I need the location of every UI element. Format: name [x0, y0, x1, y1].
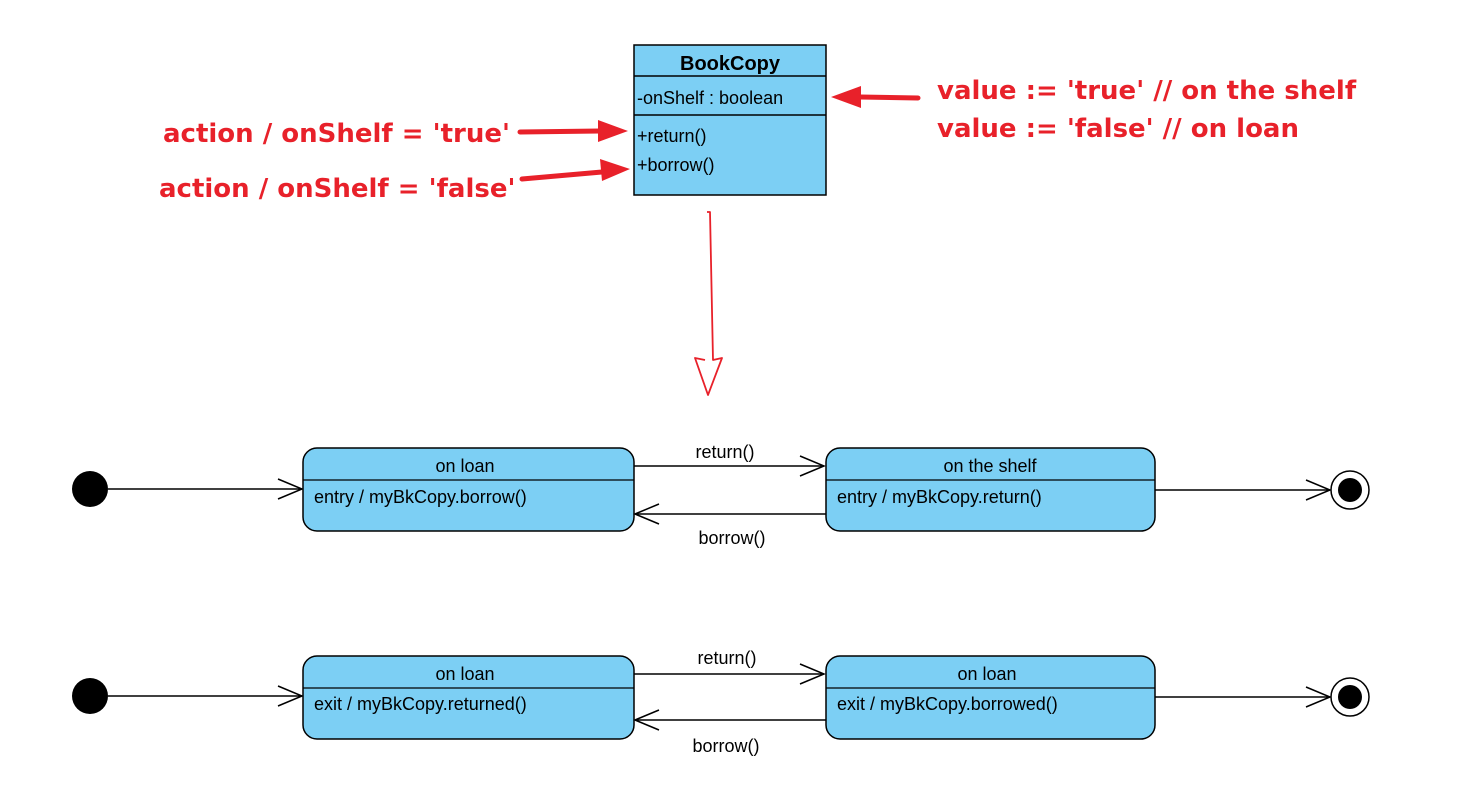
event-label: borrow() [698, 528, 765, 548]
transition-borrow[interactable]: borrow() [633, 709, 826, 756]
transition-final[interactable] [1155, 479, 1332, 501]
annotation-value-true: value := 'true' // on the shelf [937, 76, 1357, 106]
state-right[interactable]: on loan exit / myBkCopy.borrowed() [825, 655, 1156, 740]
initial-state[interactable] [72, 678, 108, 714]
state-name: on loan [435, 456, 494, 476]
event-label: return() [697, 648, 756, 668]
state-frame [302, 655, 635, 740]
transition-return[interactable]: return() [634, 442, 826, 477]
class-attribute: -onShelf : boolean [637, 88, 783, 108]
class-operation-borrow: +borrow() [637, 155, 715, 175]
annotation-arrow-attribute [831, 86, 921, 108]
transition-initial[interactable] [108, 685, 304, 707]
class-name: BookCopy [680, 53, 781, 75]
annotation-return-action: action / onShelf = 'true' [163, 119, 510, 149]
class-operation-return: +return() [637, 126, 707, 146]
class-box[interactable]: BookCopy -onShelf : boolean +return() +b… [633, 44, 827, 196]
final-state[interactable] [1330, 677, 1370, 717]
transition-borrow[interactable]: borrow() [633, 503, 826, 548]
state-name: on loan [957, 664, 1016, 684]
refinement-arrow [694, 211, 723, 396]
state-right[interactable]: on the shelf entry / myBkCopy.return() [825, 447, 1156, 532]
state-activity: exit / myBkCopy.borrowed() [837, 694, 1058, 714]
event-label: return() [695, 442, 754, 462]
class-box-frame [633, 44, 827, 196]
transition-return[interactable]: return() [634, 648, 826, 685]
annotation-value-false: value := 'false' // on loan [937, 114, 1299, 144]
event-label: borrow() [692, 736, 759, 756]
state-name: on the shelf [943, 456, 1037, 476]
state-activity: exit / myBkCopy.returned() [314, 694, 527, 714]
state-left[interactable]: on loan exit / myBkCopy.returned() [302, 655, 635, 740]
transition-initial[interactable] [108, 478, 304, 500]
annotation-borrow-action: action / onShelf = 'false' [159, 174, 515, 204]
state-activity: entry / myBkCopy.return() [837, 487, 1042, 507]
annotation-group: action / onShelf = 'true' action / onShe… [159, 76, 1357, 204]
annotation-arrow-borrow [519, 159, 630, 182]
state-machine: on loan entry / myBkCopy.borrow() return… [72, 442, 1370, 548]
state-name: on loan [435, 664, 494, 684]
annotation-arrow-return [517, 120, 628, 142]
state-machine: on loan exit / myBkCopy.returned() retur… [72, 648, 1370, 756]
state-left[interactable]: on loan entry / myBkCopy.borrow() [302, 447, 635, 532]
initial-state[interactable] [72, 471, 108, 507]
final-state[interactable] [1330, 470, 1370, 510]
state-activity: entry / myBkCopy.borrow() [314, 487, 527, 507]
transition-final[interactable] [1155, 686, 1332, 708]
state-frame [302, 447, 635, 532]
